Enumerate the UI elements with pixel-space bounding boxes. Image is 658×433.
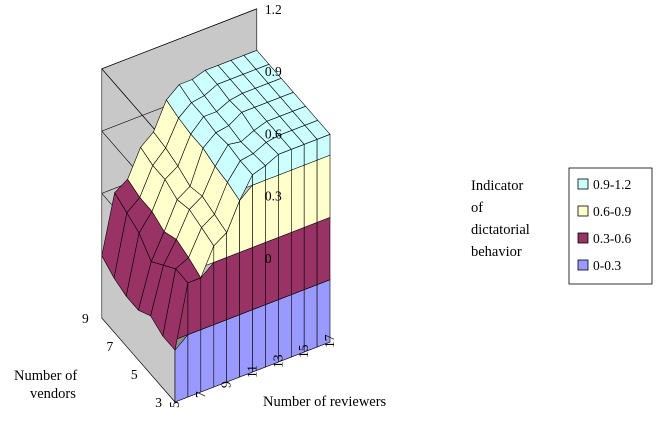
front-curtain-segment: [316, 216, 331, 286]
z-tick-label: 0: [265, 251, 272, 266]
front-curtain-segment: [316, 154, 331, 223]
front-curtain-segment: [226, 251, 240, 321]
y-tick-label: 7: [106, 339, 113, 354]
legend: 0.9-1.2 0.6-0.9 0.3-0.6 0-0.3: [568, 167, 653, 285]
y-axis-title-line: vendors: [30, 386, 76, 402]
y-axis-title: Number of vendors: [14, 368, 77, 402]
legend-swatch: [577, 259, 589, 271]
front-curtain-segment: [252, 241, 266, 311]
front-curtain-segment: [213, 319, 227, 388]
z-tick-label: 0.6: [265, 126, 282, 141]
front-curtain-segment: [278, 231, 292, 301]
z-tick-label: 0.9: [265, 64, 282, 79]
front-curtain-segment: [290, 164, 305, 233]
legend-label: 0.6-0.9: [593, 204, 631, 219]
surface-patch: [304, 120, 331, 140]
front-curtain-segment: [200, 324, 215, 393]
y-tick-label: 3: [155, 395, 162, 410]
x-tick-label: 5: [167, 401, 182, 408]
front-curtain-segment: [303, 159, 318, 228]
front-curtain-segment: [252, 179, 266, 248]
legend-swatch: [577, 178, 589, 190]
front-curtain-segment: [278, 294, 292, 363]
z-axis-title-line: of: [471, 200, 483, 216]
y-tick-label: 9: [82, 311, 89, 326]
z-tick-label: 0.3: [265, 189, 282, 204]
wall-gridline: [101, 8, 257, 153]
x-tick-label: 15: [296, 344, 311, 358]
x-tick-label: 11: [245, 365, 260, 378]
front-curtain-segment: [239, 246, 253, 316]
y-tick-label: 5: [131, 367, 138, 382]
y-axis-title-line: Number of: [14, 368, 77, 384]
x-tick-label: 17: [322, 334, 337, 348]
x-tick-label: 7: [193, 391, 208, 398]
x-tick-label: 9: [219, 381, 234, 388]
front-curtain-segment: [290, 226, 305, 296]
front-curtain-segment: [213, 256, 227, 326]
legend-label: 0.3-0.6: [593, 231, 631, 246]
front-curtain-segment: [303, 221, 318, 291]
front-curtain-segment: [187, 277, 202, 336]
z-axis-title-line: behavior: [471, 244, 522, 260]
z-axis-title-line: Indicator: [471, 178, 524, 194]
z-axis-title-line: dictatorial: [471, 222, 530, 238]
x-axis-title: Number of reviewers: [263, 394, 387, 410]
front-curtain-segment: [226, 314, 240, 383]
legend-label: 0.9-1.2: [593, 177, 631, 192]
surface-patches: [101, 49, 331, 403]
z-axis-title: Indicator of dictatorial behavior: [471, 178, 530, 260]
legend-label: 0-0.3: [593, 258, 621, 273]
front-curtain-segment: [187, 329, 202, 398]
front-curtain-segment: [303, 284, 318, 353]
front-curtain-segment: [265, 174, 279, 243]
front-curtain-segment: [265, 236, 279, 306]
x-tick-label: 13: [270, 354, 285, 368]
front-curtain-segment: [252, 304, 266, 373]
front-curtain-segment: [278, 169, 292, 238]
legend-swatch: [577, 205, 589, 217]
z-tick-label: 1.2: [265, 2, 282, 17]
legend-swatch: [577, 232, 589, 244]
